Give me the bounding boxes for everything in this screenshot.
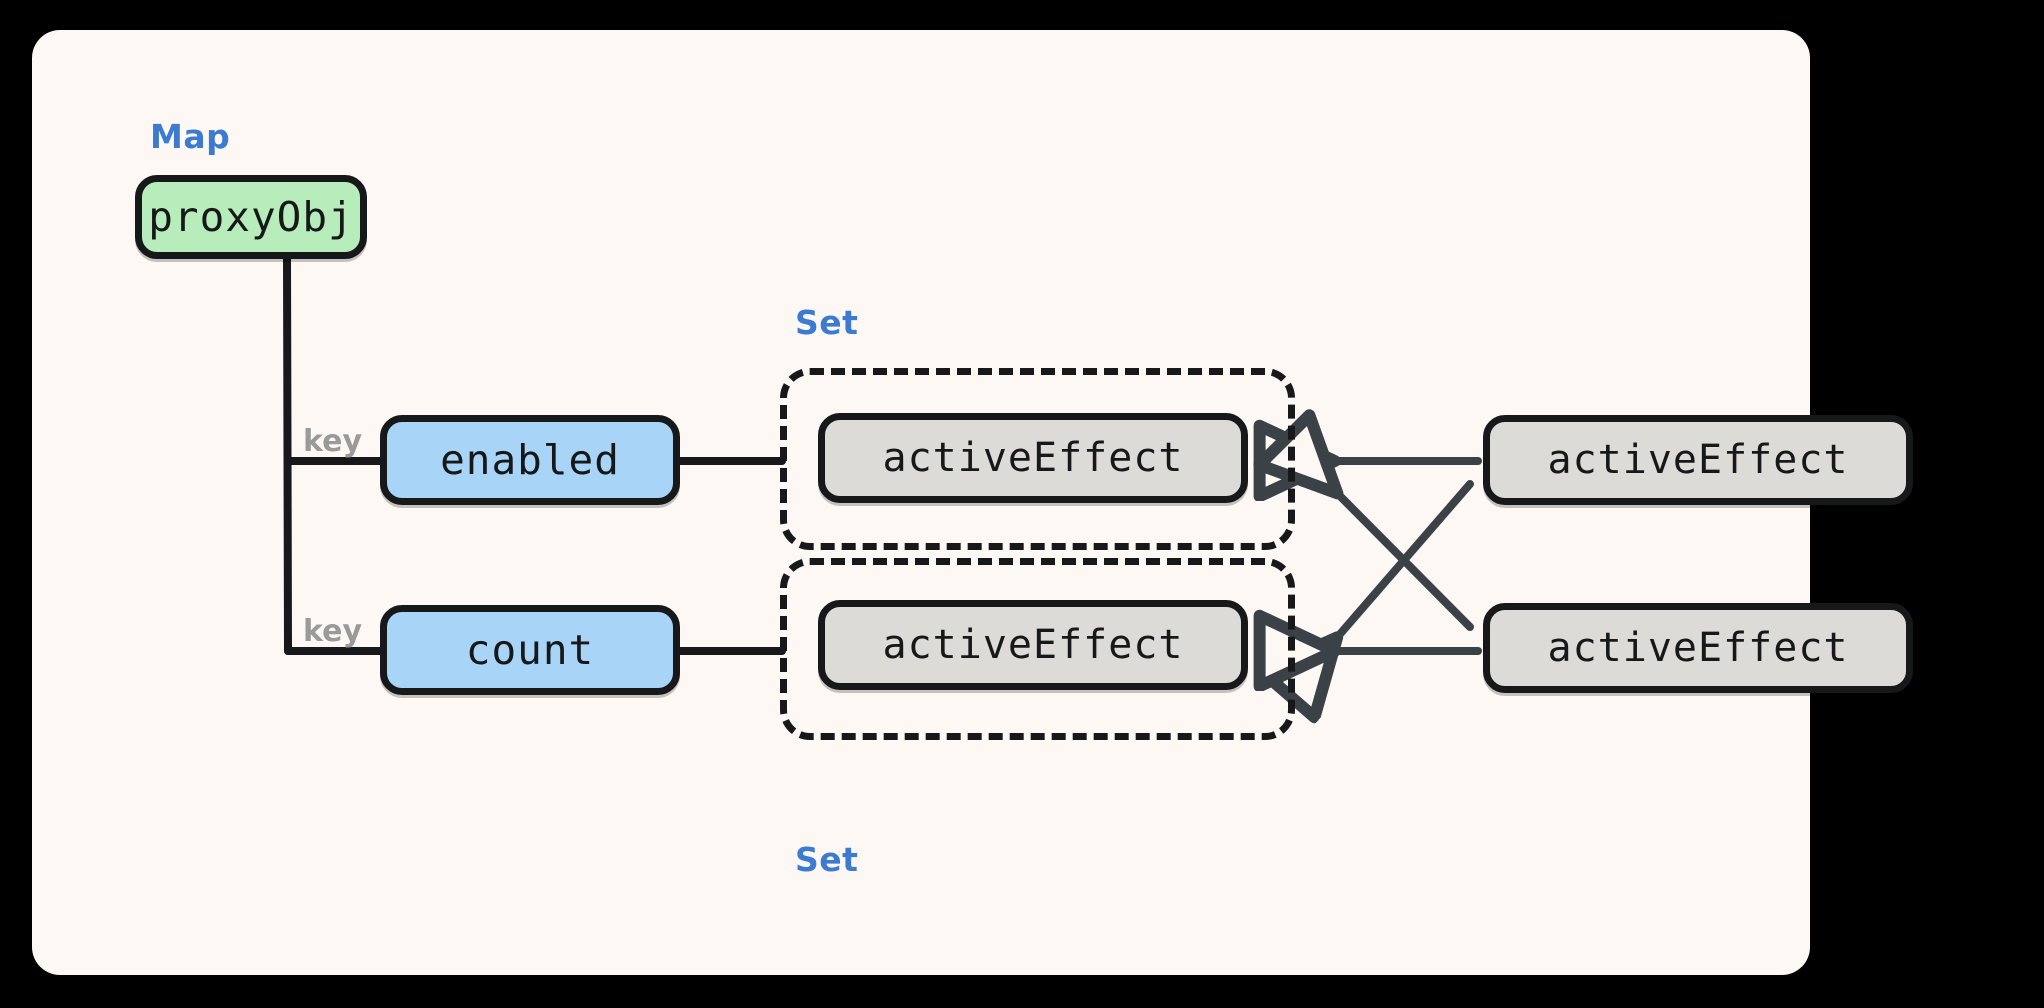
node-key-enabled[interactable]: enabled <box>380 415 680 505</box>
type-label-set-top: Set <box>795 303 859 342</box>
type-label-map: Map <box>150 117 231 156</box>
set-container-top <box>780 368 1295 550</box>
type-label-set-bottom: Set <box>795 840 859 879</box>
edge-label-key-enabled: key <box>303 424 363 459</box>
set-container-bottom <box>780 558 1295 740</box>
node-key-count[interactable]: count <box>380 605 680 695</box>
node-effect-top[interactable]: activeEffect <box>1483 415 1913 505</box>
node-effect-bottom[interactable]: activeEffect <box>1483 603 1913 693</box>
edge-label-key-count: key <box>303 614 363 649</box>
node-set-member-top[interactable]: activeEffect <box>818 413 1248 503</box>
node-set-member-bottom[interactable]: activeEffect <box>818 600 1248 690</box>
node-proxy-obj[interactable]: proxyObj <box>135 175 367 259</box>
